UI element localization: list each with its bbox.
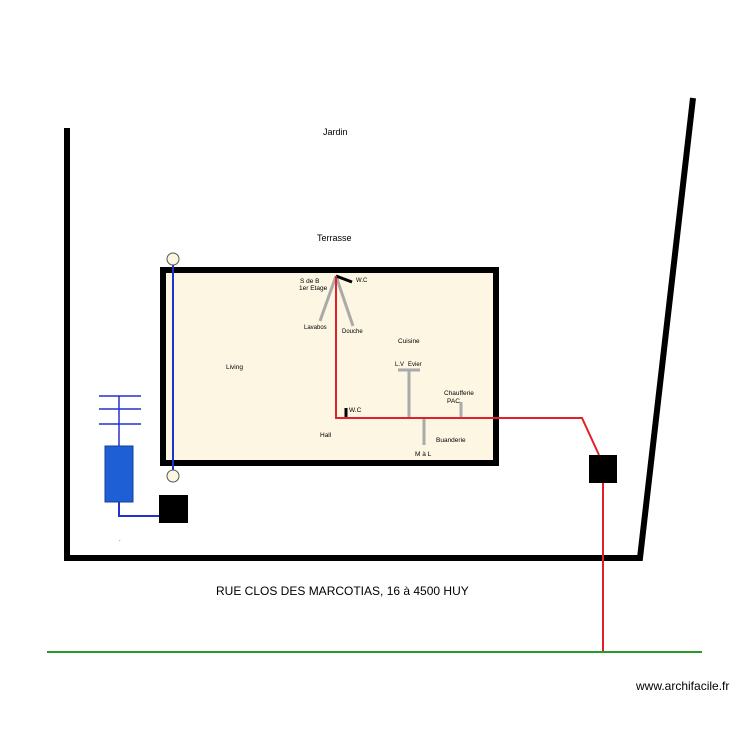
watermark: www.archifacile.fr	[635, 679, 729, 693]
meter-box	[159, 495, 188, 523]
label-pac: PAC	[447, 398, 460, 405]
label-wc-bottom: W.C	[349, 407, 362, 414]
water-tank	[104, 445, 134, 503]
label-jardin: Jardin	[323, 127, 348, 137]
label-dot: .	[119, 537, 121, 543]
label-hall: Hall	[320, 432, 332, 439]
valve-bottom	[166, 469, 180, 483]
house-outline	[160, 267, 499, 466]
label-wc-top: W.C	[356, 278, 368, 284]
label-sdb: S de B	[300, 278, 320, 285]
tank-antenna	[99, 395, 141, 446]
wc-top-segment	[335, 274, 353, 284]
label-evier: Evier	[408, 362, 422, 368]
label-mal: M à L	[415, 451, 432, 458]
label-terrasse: Terrasse	[317, 233, 352, 243]
label-lv: L.V	[395, 362, 404, 368]
sewer-box	[589, 455, 617, 483]
label-etage: 1er Etage	[299, 285, 328, 292]
internal-pipes	[318, 275, 463, 445]
property-wall	[64, 97, 696, 561]
tank-connection	[118, 502, 159, 517]
label-cuisine: Cuisine	[398, 338, 420, 345]
street-address: RUE CLOS DES MARCOTIAS, 16 à 4500 HUY	[216, 584, 469, 598]
label-douche: Douche	[342, 329, 363, 335]
sewer-line	[335, 276, 600, 456]
label-lavabos: Lavabos	[304, 325, 327, 331]
label-chaufferie: Chaufferie	[444, 390, 474, 397]
label-buanderie: Buanderie	[436, 437, 466, 444]
label-living: Living	[226, 364, 243, 371]
valve-top	[166, 252, 180, 266]
